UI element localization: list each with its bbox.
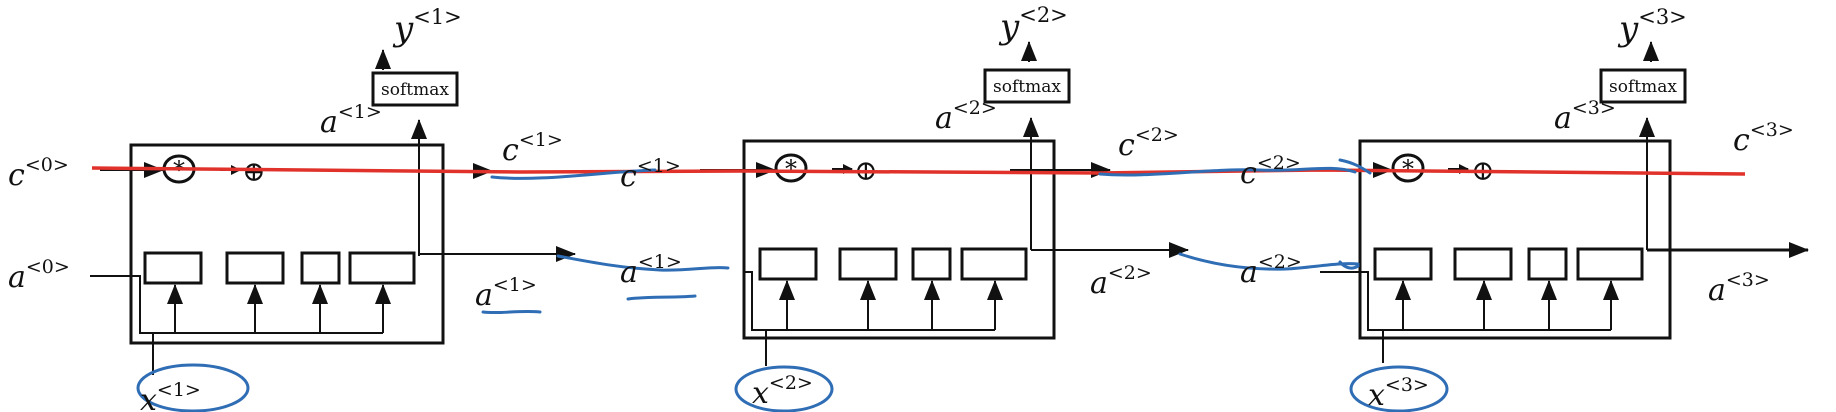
gate-box: [758, 247, 818, 281]
gate-box: [1576, 247, 1644, 281]
c-out-label-1: c<1>: [502, 129, 563, 168]
annotation-stroke: [1178, 252, 1360, 271]
softmax-label: softmax: [381, 80, 449, 100]
gate-box: [838, 247, 898, 281]
underline-stroke: [481, 309, 542, 315]
gate-box: [960, 247, 1028, 281]
x-circle: [1349, 365, 1449, 412]
x-circle: [734, 365, 834, 412]
lstm-cell-1: * ⊕ softmax: [90, 49, 576, 375]
a-out-label-1: a<1>: [320, 101, 382, 140]
gate-box: [1373, 247, 1433, 281]
y-label-2: y<2>: [998, 3, 1068, 47]
gate-box: [348, 251, 416, 285]
lstm-cell-2: * ⊕ softmax: [742, 41, 1189, 366]
softmax-label: softmax: [1609, 77, 1677, 97]
input-bus: [1320, 271, 1611, 331]
a-out-below-label-1: a<1>: [475, 274, 537, 313]
annotation-stroke: [1338, 260, 1360, 270]
softmax-box: [371, 71, 459, 107]
a-out-label-3: a<3>: [1554, 97, 1616, 136]
handwritten-annotations: [136, 158, 1449, 412]
c-in-label-3: c<2>: [1240, 152, 1301, 191]
y-label-3: y<3>: [1617, 5, 1687, 49]
multiply-op: [1391, 153, 1425, 183]
y-label-1: y<1>: [392, 5, 462, 49]
a-in-label-3: a<2>: [1240, 251, 1302, 290]
annotation-stroke: [556, 254, 730, 272]
gate-box: [300, 251, 341, 285]
cell-box: [1358, 139, 1672, 340]
gate-box: [143, 251, 203, 285]
cell-box: [129, 143, 445, 345]
annotation-stroke: [1098, 166, 1357, 177]
c-out-label-2: c<2>: [1118, 124, 1179, 163]
c-in-label-2: c<1>: [620, 155, 681, 194]
gate-box: [911, 247, 952, 281]
input-bus: [90, 275, 383, 334]
a-in-label-2: a<1>: [620, 251, 682, 290]
gate-box: [1527, 247, 1568, 281]
input-bus: [745, 271, 995, 331]
lstm-cell-3: * ⊕ softmax: [1320, 41, 1809, 363]
annotation-stroke: [1338, 158, 1372, 175]
x-label-3: x<3>: [1368, 374, 1429, 412]
c-out-label-3: c<3>: [1733, 119, 1794, 158]
x-label-2: x<2>: [752, 372, 813, 411]
a-out-below-label-2: a<2>: [1090, 262, 1152, 301]
multiply-symbol: *: [1402, 155, 1414, 183]
gate-box: [225, 251, 285, 285]
multiply-symbol: *: [785, 155, 797, 183]
softmax-label: softmax: [993, 77, 1061, 97]
cell-box: [742, 139, 1056, 340]
underline-stroke: [626, 294, 697, 301]
annotation-stroke: [490, 168, 657, 180]
multiply-op: [774, 153, 808, 183]
x-circle: [136, 363, 250, 412]
softmax-box: [1599, 68, 1687, 104]
c-in-label-1: c<0>: [8, 154, 69, 193]
a-out-label-2: a<2>: [935, 97, 997, 136]
a-in-label-1: a<0>: [8, 256, 70, 295]
a-out-below-label-3: a<3>: [1708, 269, 1770, 308]
cell-state-highlight: [91, 166, 1746, 176]
x-label-1: x<1>: [140, 379, 201, 412]
gate-box: [1453, 247, 1513, 281]
add-symbol: ⊕: [242, 155, 265, 188]
softmax-box: [983, 68, 1071, 104]
